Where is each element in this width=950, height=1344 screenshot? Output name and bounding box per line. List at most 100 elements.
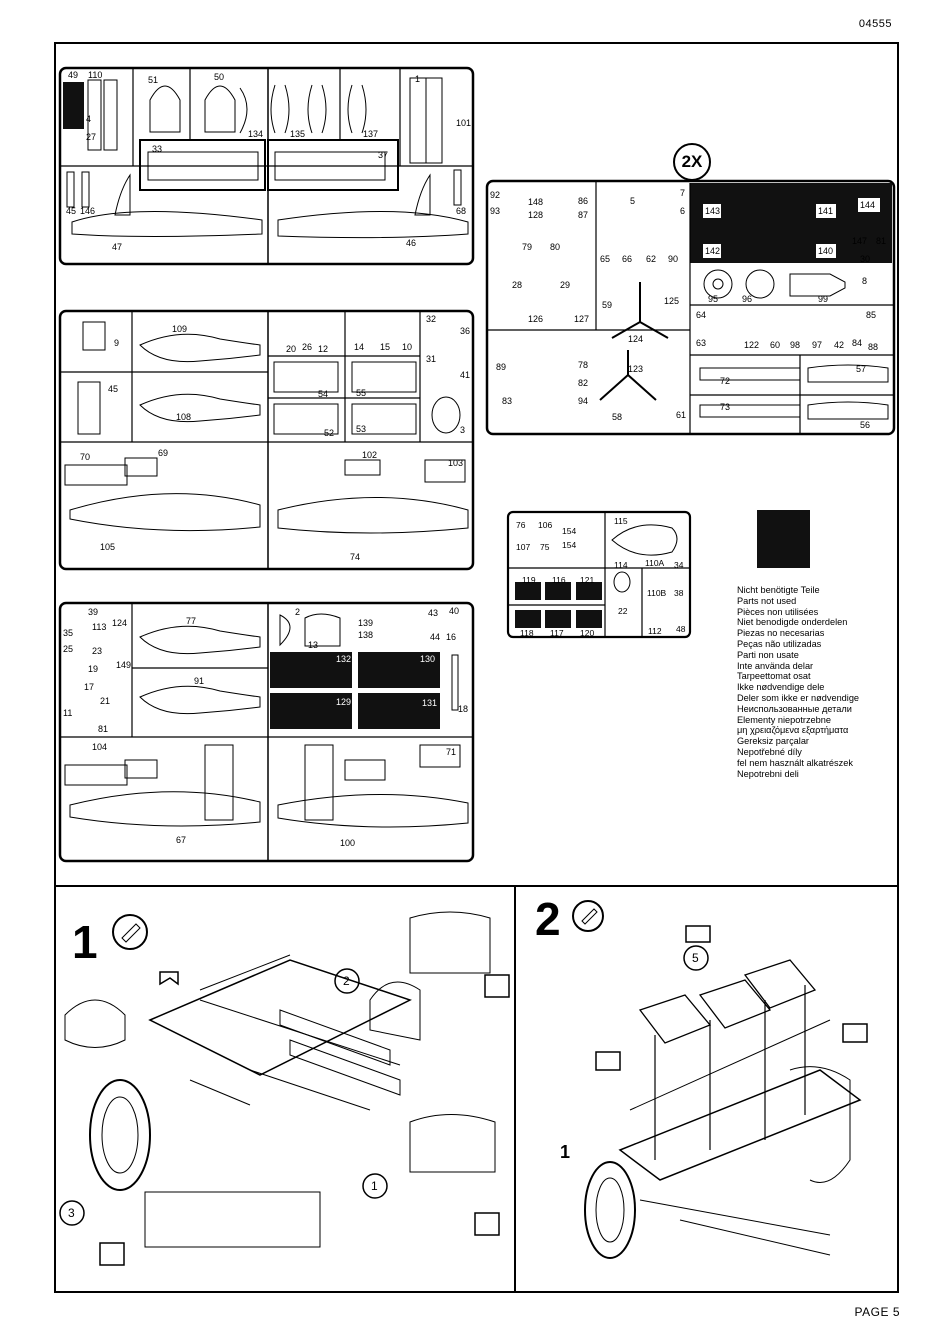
svg-text:116: 116 bbox=[552, 575, 566, 585]
svg-text:137: 137 bbox=[363, 129, 378, 139]
svg-text:103: 103 bbox=[448, 458, 463, 468]
svg-text:117: 117 bbox=[550, 628, 564, 638]
svg-text:78: 78 bbox=[578, 360, 588, 370]
svg-text:140: 140 bbox=[818, 246, 833, 256]
svg-text:120: 120 bbox=[580, 628, 594, 638]
svg-text:100: 100 bbox=[340, 838, 355, 848]
svg-text:43: 43 bbox=[428, 608, 438, 618]
svg-text:45: 45 bbox=[108, 384, 118, 394]
step-1-number: 1 bbox=[72, 916, 98, 968]
svg-text:33: 33 bbox=[152, 144, 162, 154]
svg-text:124: 124 bbox=[628, 334, 643, 344]
svg-text:8: 8 bbox=[862, 276, 867, 286]
svg-text:83: 83 bbox=[502, 396, 512, 406]
svg-text:139: 139 bbox=[358, 618, 373, 628]
svg-text:129: 129 bbox=[336, 697, 351, 707]
page-frame bbox=[54, 42, 899, 887]
svg-text:85: 85 bbox=[866, 310, 876, 320]
unused-parts-swatch bbox=[757, 510, 810, 568]
unused-parts-line: Deler som ikke er nødvendige bbox=[737, 692, 860, 703]
svg-text:115: 115 bbox=[614, 516, 628, 526]
document-number: 04555 bbox=[858, 18, 892, 30]
svg-text:92: 92 bbox=[490, 190, 500, 200]
svg-text:93: 93 bbox=[490, 206, 500, 216]
svg-text:143: 143 bbox=[705, 206, 720, 216]
svg-text:5: 5 bbox=[630, 196, 635, 206]
svg-text:73: 73 bbox=[720, 402, 730, 412]
svg-text:112: 112 bbox=[648, 626, 662, 636]
unused-parts-line: μη χρειαζόμενα εξαρτήματα bbox=[737, 725, 849, 736]
svg-text:40: 40 bbox=[449, 606, 459, 616]
svg-text:60: 60 bbox=[770, 340, 780, 350]
svg-text:89: 89 bbox=[496, 362, 506, 372]
svg-text:80: 80 bbox=[550, 242, 560, 252]
svg-text:48: 48 bbox=[676, 624, 686, 634]
unused-parts-line: Неиспользованные детали bbox=[737, 703, 852, 714]
svg-text:35: 35 bbox=[63, 628, 73, 638]
svg-text:99: 99 bbox=[818, 294, 828, 304]
svg-text:125: 125 bbox=[664, 296, 679, 306]
svg-text:84: 84 bbox=[852, 338, 862, 348]
svg-text:97: 97 bbox=[812, 340, 822, 350]
svg-text:4: 4 bbox=[86, 114, 91, 124]
svg-text:15: 15 bbox=[380, 342, 390, 352]
svg-text:108: 108 bbox=[176, 412, 191, 422]
svg-text:68: 68 bbox=[456, 206, 466, 216]
unused-parts-line: Tarpeettomat osat bbox=[737, 671, 811, 682]
svg-text:11: 11 bbox=[63, 708, 72, 718]
svg-text:146: 146 bbox=[80, 206, 95, 216]
svg-text:76: 76 bbox=[516, 520, 526, 530]
svg-text:41: 41 bbox=[460, 370, 470, 380]
svg-text:135: 135 bbox=[290, 129, 305, 139]
svg-text:39: 39 bbox=[88, 607, 98, 617]
unused-parts-line: fel nem használt alkatrészek bbox=[737, 757, 853, 768]
svg-text:104: 104 bbox=[92, 742, 107, 752]
unused-parts-line: Peças não utilizadas bbox=[737, 638, 822, 649]
svg-text:46: 46 bbox=[406, 238, 416, 248]
svg-text:18: 18 bbox=[458, 704, 468, 714]
svg-text:1: 1 bbox=[415, 74, 420, 84]
svg-text:7: 7 bbox=[680, 188, 685, 198]
svg-text:66: 66 bbox=[622, 254, 632, 264]
svg-text:64: 64 bbox=[696, 310, 706, 320]
svg-text:17: 17 bbox=[84, 682, 94, 692]
svg-text:141: 141 bbox=[818, 206, 833, 216]
svg-text:107: 107 bbox=[516, 542, 530, 552]
svg-text:110: 110 bbox=[88, 70, 102, 80]
svg-text:148: 148 bbox=[528, 197, 543, 207]
svg-text:144: 144 bbox=[860, 200, 875, 210]
svg-text:6: 6 bbox=[680, 206, 685, 216]
step-2: 2 5 1 bbox=[535, 893, 868, 1259]
svg-text:38: 38 bbox=[674, 588, 684, 598]
unused-parts-line: Niet benodigde onderdelen bbox=[737, 617, 848, 628]
svg-text:77: 77 bbox=[186, 616, 196, 626]
svg-text:42: 42 bbox=[834, 340, 844, 350]
unused-parts-line: Elementy niepotrzebne bbox=[737, 714, 831, 725]
svg-text:86: 86 bbox=[578, 196, 588, 206]
svg-text:47: 47 bbox=[112, 242, 122, 252]
svg-text:127: 127 bbox=[574, 314, 589, 324]
svg-text:13: 13 bbox=[308, 640, 318, 650]
svg-text:44: 44 bbox=[430, 632, 440, 642]
unused-parts-line: Inte använda delar bbox=[737, 660, 814, 671]
svg-text:118: 118 bbox=[520, 628, 534, 638]
svg-text:63: 63 bbox=[696, 338, 706, 348]
step-1-callout: 3 bbox=[68, 1206, 75, 1220]
svg-text:21: 21 bbox=[100, 696, 110, 706]
svg-text:12: 12 bbox=[318, 344, 328, 354]
svg-text:25: 25 bbox=[63, 644, 73, 654]
svg-text:61: 61 bbox=[676, 410, 686, 420]
steps-frame bbox=[54, 885, 899, 1293]
svg-text:132: 132 bbox=[336, 654, 351, 664]
step-1-callout: 2 bbox=[343, 974, 350, 988]
svg-text:131: 131 bbox=[422, 698, 437, 708]
svg-text:29: 29 bbox=[560, 280, 570, 290]
svg-text:79: 79 bbox=[522, 242, 532, 252]
svg-text:96: 96 bbox=[742, 294, 752, 304]
glue-icon bbox=[572, 900, 604, 932]
svg-text:36: 36 bbox=[460, 326, 470, 336]
svg-text:52: 52 bbox=[324, 428, 334, 438]
